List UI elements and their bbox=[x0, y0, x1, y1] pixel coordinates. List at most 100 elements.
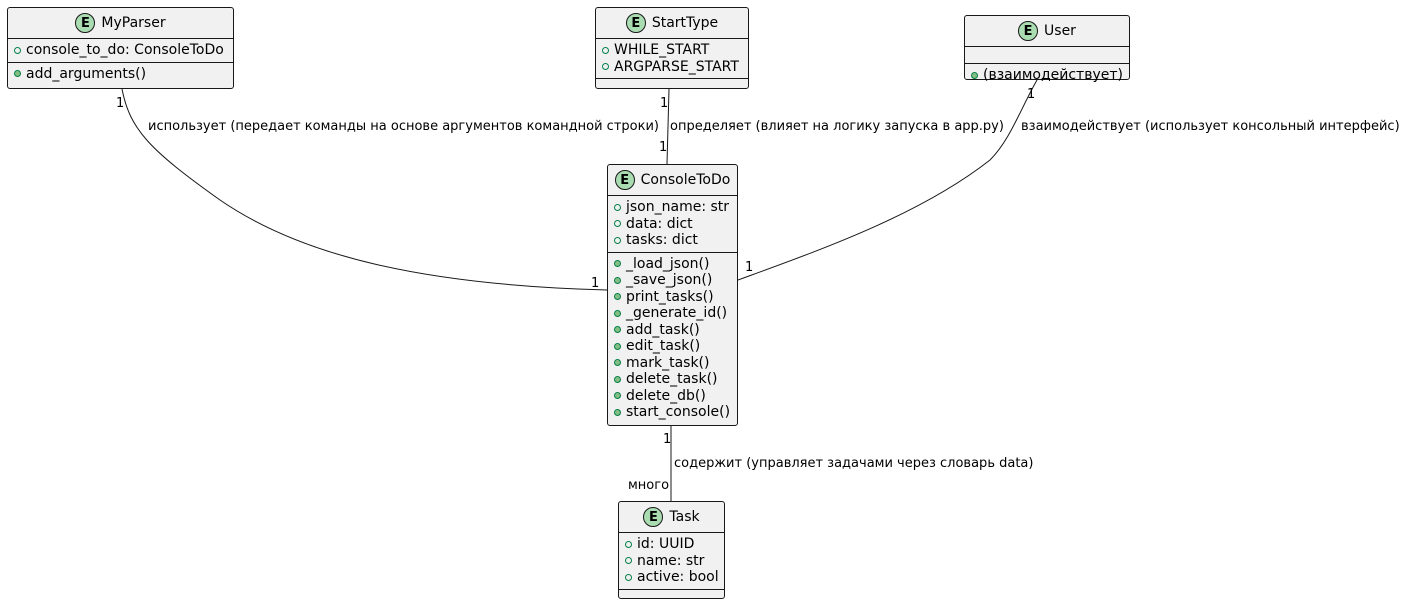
method-label: add_task() bbox=[626, 321, 700, 338]
public-icon bbox=[614, 203, 621, 211]
entity-fields: json_name: str data: dict tasks: dict bbox=[608, 195, 737, 252]
public-method-icon bbox=[614, 408, 621, 416]
field-row: id: UUID bbox=[625, 536, 724, 553]
public-icon bbox=[602, 63, 609, 71]
method-label: delete_db() bbox=[626, 387, 706, 404]
public-method-icon bbox=[614, 260, 621, 268]
edge-user-consoletodo bbox=[737, 79, 1038, 281]
entity-user[interactable]: E User (взаимодействует) bbox=[964, 15, 1130, 83]
mult-user-to: 1 bbox=[745, 260, 754, 275]
method-row: mark_task() bbox=[614, 355, 737, 372]
relation-label-parser: использует (передает команды на основе а… bbox=[148, 119, 659, 134]
field-label: ARGPARSE_START bbox=[614, 58, 739, 75]
field-row: data: dict bbox=[614, 216, 737, 233]
public-icon bbox=[625, 557, 632, 565]
method-row: delete_db() bbox=[614, 388, 737, 405]
method-label: mark_task() bbox=[626, 354, 710, 371]
field-label: console_to_do: ConsoleToDo bbox=[26, 42, 224, 59]
field-label: name: str bbox=[637, 552, 705, 569]
public-method-icon bbox=[614, 276, 621, 284]
relation-label-task: содержит (управляет задачами через слова… bbox=[674, 456, 1034, 471]
public-method-icon bbox=[614, 359, 621, 367]
mult-user-from: 1 bbox=[1027, 87, 1036, 102]
entity-consoletodo[interactable]: E ConsoleToDo json_name: str data: dict t… bbox=[607, 164, 738, 426]
field-label: data: dict bbox=[626, 215, 693, 232]
public-method-icon bbox=[14, 70, 21, 78]
field-label: active: bool bbox=[637, 569, 719, 586]
entity-fields bbox=[965, 46, 1129, 63]
method-row: add_arguments() bbox=[14, 66, 233, 83]
entity-badge-icon: E bbox=[643, 507, 664, 527]
field-label: id: UUID bbox=[637, 536, 695, 553]
entity-myparser[interactable]: E MyParser console_to_do: ConsoleToDo add… bbox=[7, 7, 234, 89]
entity-badge-icon: E bbox=[75, 13, 96, 33]
edge-myparser-consoletodo bbox=[121, 88, 608, 291]
method-label: edit_task() bbox=[626, 338, 701, 355]
entity-task[interactable]: E Task id: UUID name: str active: bool bbox=[618, 501, 725, 599]
entity-methods bbox=[596, 78, 748, 95]
method-row: delete_task() bbox=[614, 371, 737, 388]
relation-label-starttype: определяет (влияет на логику запуска в a… bbox=[670, 119, 1004, 134]
public-method-icon bbox=[614, 342, 621, 350]
public-icon bbox=[614, 220, 621, 228]
entity-name: ConsoleToDo bbox=[640, 172, 731, 188]
public-method-icon bbox=[614, 293, 621, 301]
public-icon bbox=[625, 573, 632, 581]
entity-starttype[interactable]: E StartType WHILE_START ARGPARSE_START bbox=[595, 7, 749, 89]
public-method-icon bbox=[614, 309, 621, 317]
field-row: console_to_do: ConsoleToDo bbox=[14, 42, 233, 59]
field-label: json_name: str bbox=[626, 199, 730, 216]
mult-parser-to: 1 bbox=[591, 276, 600, 291]
field-row: tasks: dict bbox=[614, 232, 737, 249]
mult-task-from: 1 bbox=[663, 432, 672, 447]
field-row: WHILE_START bbox=[602, 42, 748, 59]
method-label: _load_json() bbox=[626, 255, 710, 272]
method-label: _generate_id() bbox=[626, 305, 728, 322]
public-icon bbox=[602, 46, 609, 54]
field-row: ARGPARSE_START bbox=[602, 59, 748, 76]
method-label: print_tasks() bbox=[626, 288, 714, 305]
entity-name: MyParser bbox=[101, 15, 166, 31]
entity-badge-icon: E bbox=[1018, 21, 1039, 41]
method-label: add_arguments() bbox=[26, 65, 147, 82]
entity-fields: console_to_do: ConsoleToDo bbox=[8, 38, 233, 62]
method-row: add_task() bbox=[614, 322, 737, 339]
entity-fields: id: UUID name: str active: bool bbox=[619, 532, 724, 589]
field-label: WHILE_START bbox=[614, 42, 710, 59]
public-icon bbox=[625, 540, 632, 548]
method-row: _load_json() bbox=[614, 256, 737, 273]
method-row: start_console() bbox=[614, 404, 737, 421]
entity-badge-icon: E bbox=[625, 13, 646, 33]
entity-name: User bbox=[1044, 23, 1076, 39]
entity-badge-icon: E bbox=[614, 170, 635, 190]
method-label: _save_json() bbox=[626, 272, 713, 289]
entity-methods: _load_json() _save_json() print_tasks() … bbox=[608, 251, 737, 424]
entity-name: StartType bbox=[651, 15, 719, 31]
field-row: json_name: str bbox=[614, 199, 737, 216]
method-label: start_console() bbox=[626, 404, 731, 421]
mult-starttype-to: 1 bbox=[659, 140, 668, 155]
entity-methods: (взаимодействует) bbox=[965, 63, 1129, 87]
public-icon bbox=[614, 236, 621, 244]
public-icon bbox=[14, 46, 21, 54]
field-label: tasks: dict bbox=[626, 232, 698, 249]
edge-starttype-consoletodo bbox=[666, 88, 670, 165]
public-method-icon bbox=[614, 375, 621, 383]
public-method-icon bbox=[971, 71, 978, 79]
method-label: delete_task() bbox=[626, 371, 718, 388]
mult-parser-from: 1 bbox=[116, 96, 125, 111]
mult-task-to: много bbox=[628, 478, 670, 493]
entity-fields: WHILE_START ARGPARSE_START bbox=[596, 38, 748, 78]
entity-methods: add_arguments() bbox=[8, 61, 233, 86]
method-row: (взаимодействует) bbox=[971, 67, 1129, 84]
method-row: _generate_id() bbox=[614, 305, 737, 322]
public-method-icon bbox=[614, 392, 621, 400]
method-row: _save_json() bbox=[614, 272, 737, 289]
entity-name: Task bbox=[669, 509, 700, 525]
field-row: name: str bbox=[625, 553, 724, 570]
method-label: (взаимодействует) bbox=[983, 67, 1123, 84]
relation-label-user: взаимодействует (использует консольный и… bbox=[1021, 119, 1400, 134]
method-row: print_tasks() bbox=[614, 289, 737, 306]
field-row: active: bool bbox=[625, 569, 724, 586]
